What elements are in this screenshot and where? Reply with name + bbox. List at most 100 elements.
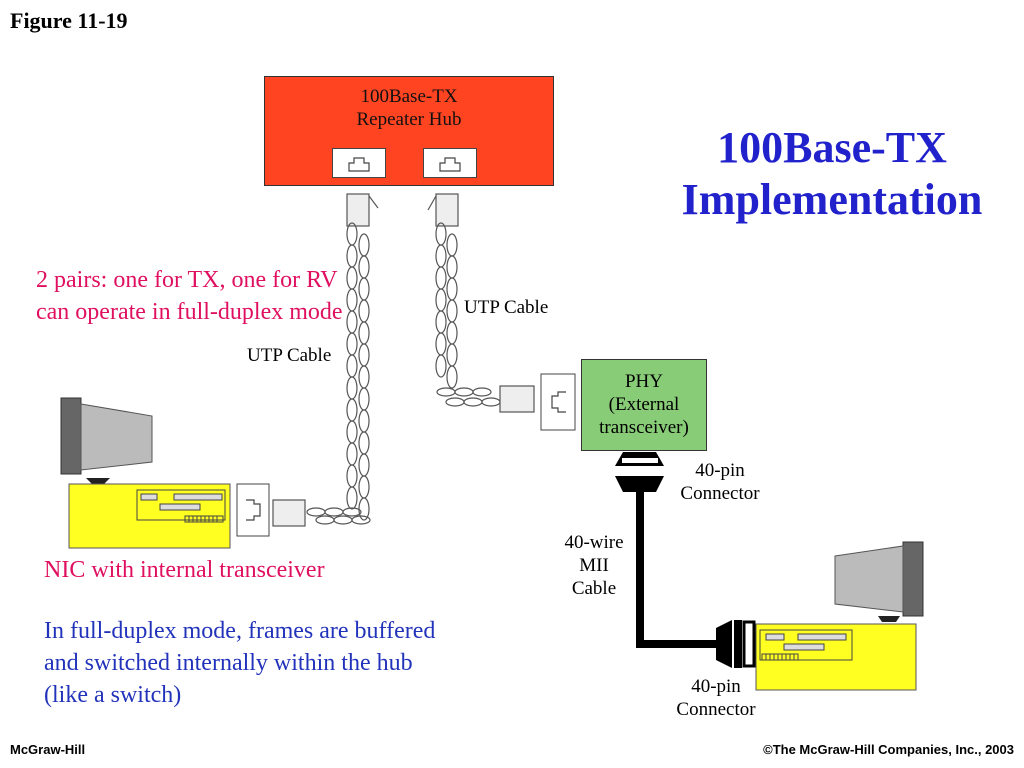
mii-cable [636, 492, 718, 648]
note-full-duplex: In full-duplex mode, frames are buffered… [44, 615, 435, 711]
phy-label-line-2: (External [608, 394, 680, 415]
phy-external-transceiver: PHY (External transceiver) [581, 359, 707, 451]
diagram-title: 100Base-TX Implementation [662, 122, 1002, 226]
twist-segment [346, 398, 358, 422]
twist-segment [358, 365, 370, 389]
computer-right [755, 541, 924, 691]
note-pairs-line-2: can operate in full-duplex mode [36, 299, 343, 325]
connector-40pin-bottom [716, 620, 756, 668]
twist-segment [446, 277, 458, 301]
twist-segment [435, 288, 447, 312]
twist-segment [315, 515, 335, 525]
note-pairs: 2 pairs: one for TX, one for RV can oper… [36, 264, 343, 328]
connector-bottom-line-2: Connector [676, 699, 756, 720]
twist-segment [481, 397, 501, 407]
twist-segment [446, 255, 458, 279]
twist-segment [446, 299, 458, 323]
rj45-port-icon [439, 157, 461, 172]
twist-segment [358, 475, 370, 499]
twist-segment [324, 507, 344, 517]
footer-publisher: McGraw-Hill [10, 742, 86, 757]
twist-segment [435, 354, 447, 378]
twist-segment [358, 255, 370, 279]
note-full-duplex-line-3: (like a switch) [44, 682, 182, 708]
rj45-plug-nic [272, 499, 306, 527]
connector-bottom-line-1: 40-pin [691, 676, 741, 697]
twist-segment [358, 409, 370, 433]
rj45-plug-hub-left [346, 193, 370, 227]
footer-copyright: ©The McGraw-Hill Companies, Inc., 2003 [763, 742, 1014, 757]
mii-cable-line-1: 40-wire [564, 532, 624, 553]
title-line-2: Implementation [681, 175, 983, 224]
twist-segment [446, 233, 458, 257]
phy-label-line-3: transceiver) [599, 417, 689, 438]
mii-cable-line-2: MII [579, 555, 609, 576]
title-line-1: 100Base-TX [717, 123, 947, 172]
phy-port [540, 373, 576, 431]
twist-segment [351, 515, 371, 525]
connector-bottom-label: 40-pin Connector [664, 675, 768, 721]
utp-cable-left [272, 193, 379, 527]
rj45-plug-phy [499, 385, 535, 413]
twist-segment [446, 365, 458, 389]
computer-left [60, 397, 270, 549]
pc-right-card-icon [759, 629, 853, 661]
twist-segment [436, 387, 456, 397]
twist-segment [445, 397, 465, 407]
note-full-duplex-line-2: and switched internally within the hub [44, 650, 413, 676]
twist-segment [346, 244, 358, 268]
connector-top-label: 40-pin Connector [668, 459, 772, 505]
utp-cable-right [427, 193, 535, 413]
connector-40pin-top [615, 452, 664, 492]
rj45-plug-hub-right [435, 193, 459, 227]
twist-segment [346, 354, 358, 378]
twist-segment [472, 387, 492, 397]
twist-segment [446, 321, 458, 345]
twist-segment [435, 244, 447, 268]
twist-segment [454, 387, 474, 397]
twist-segment [346, 486, 358, 510]
twist-segment [358, 387, 370, 411]
note-pairs-line-1: 2 pairs: one for TX, one for RV [36, 267, 338, 293]
hub-port-right [423, 148, 477, 178]
mii-cable-line-3: Cable [571, 578, 617, 599]
twist-segment [435, 332, 447, 356]
twist-segment [358, 321, 370, 345]
utp-cable-right-label: UTP Cable [464, 297, 549, 318]
twist-segment [346, 376, 358, 400]
twist-segment [346, 420, 358, 444]
rj45-port-icon [348, 157, 370, 172]
twist-segment [346, 442, 358, 466]
twist-segment [333, 515, 353, 525]
phy-label-line-1: PHY [624, 371, 663, 392]
repeater-hub: 100Base-TX Repeater Hub [264, 76, 554, 186]
nic-port [236, 483, 270, 537]
twist-segment [358, 299, 370, 323]
twist-segment [346, 332, 358, 356]
hub-label-line-2: Repeater Hub [356, 109, 462, 130]
twist-segment [358, 233, 370, 257]
hub-label: 100Base-TX Repeater Hub [265, 85, 553, 131]
nic-card-icon [136, 489, 226, 523]
monitor-right-icon [834, 541, 924, 622]
twist-segment [463, 397, 483, 407]
hub-label-line-1: 100Base-TX [360, 86, 458, 107]
hub-port-left [332, 148, 386, 178]
twist-segment [435, 310, 447, 334]
twist-segment [346, 288, 358, 312]
monitor-left-icon [60, 397, 153, 484]
twist-segment [306, 507, 326, 517]
twist-segment [346, 464, 358, 488]
mii-cable-label: 40-wire MII Cable [556, 531, 632, 600]
twist-segment [358, 431, 370, 455]
twist-segment [346, 266, 358, 290]
connector-top-line-2: Connector [680, 483, 760, 504]
twist-segment [358, 277, 370, 301]
note-nic: NIC with internal transceiver [44, 557, 325, 583]
twist-segment [446, 343, 458, 367]
figure-label: Figure 11-19 [10, 8, 128, 33]
twist-segment [342, 507, 362, 517]
twist-segment [358, 453, 370, 477]
twist-segment [435, 266, 447, 290]
